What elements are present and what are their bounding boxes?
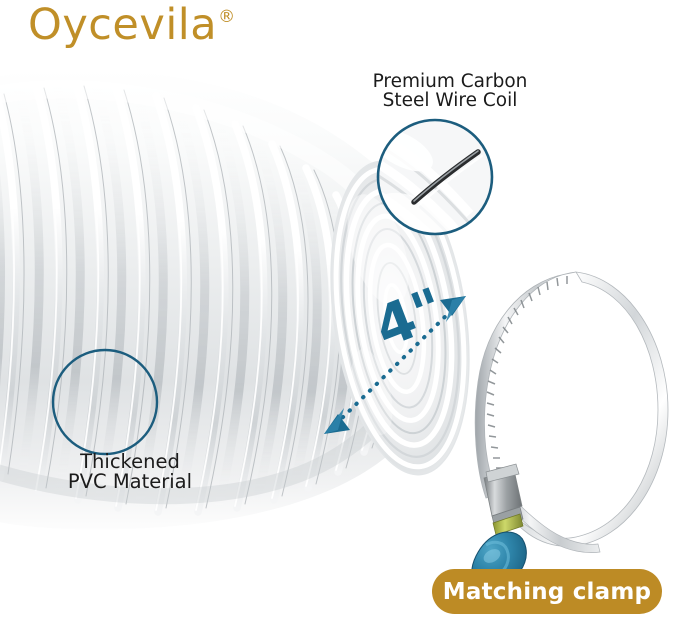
callout-label-wire-coil: Premium Carbon Steel Wire Coil — [372, 71, 528, 112]
hose-clamp — [471, 271, 669, 592]
matching-clamp-badge-label: Matching clamp — [442, 578, 652, 605]
brand-name: Oycevila — [28, 0, 218, 50]
matching-clamp-badge: Matching clamp — [432, 569, 662, 614]
wire-coil-magnifier — [376, 118, 494, 236]
pvc-material-circle — [51, 348, 159, 456]
clamp-screw — [492, 513, 524, 536]
registered-trademark-icon: ® — [218, 6, 236, 27]
pvc-callout-ring — [51, 348, 159, 456]
magnifier-ring — [376, 118, 494, 236]
clamp-housing — [483, 463, 524, 536]
clamp-band-left — [474, 271, 577, 499]
clamp-slots — [486, 276, 568, 479]
clamp-band-right — [497, 271, 669, 547]
callout-label-pvc-material: Thickened PVC Material — [67, 450, 193, 494]
brand-logo: Oycevila® — [28, 4, 235, 47]
diameter-dimension-arrow — [324, 296, 466, 434]
